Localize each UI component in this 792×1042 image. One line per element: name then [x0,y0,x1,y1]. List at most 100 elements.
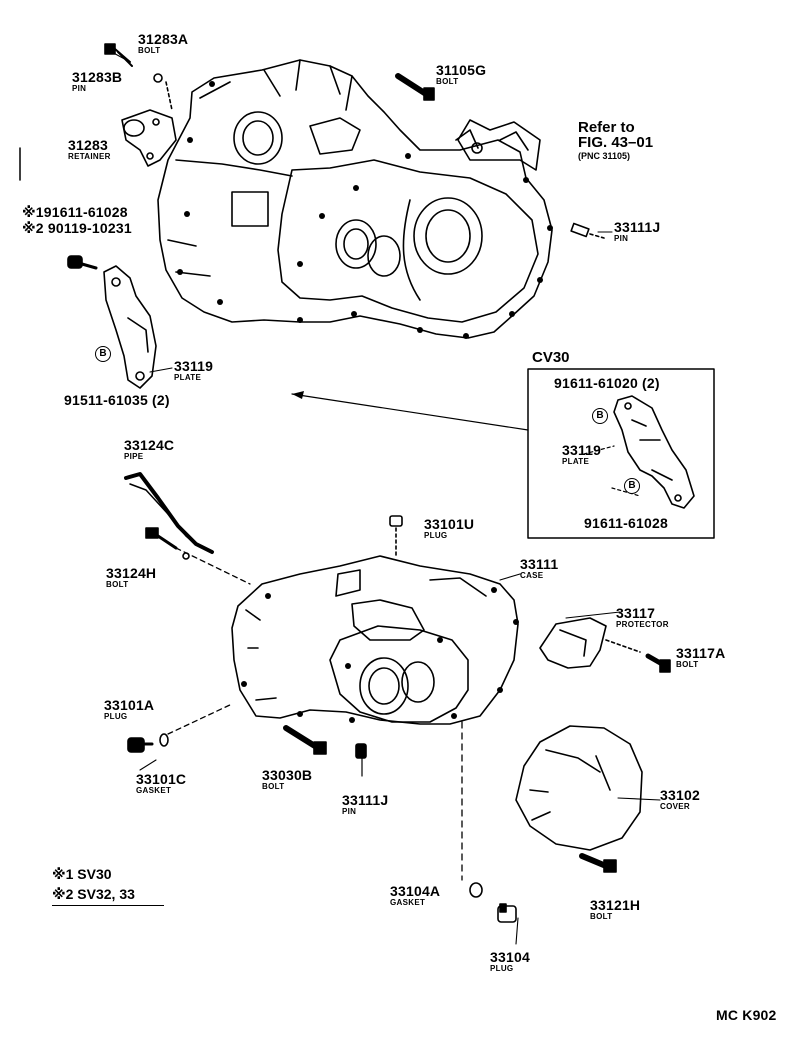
part-pin-31283B-drawing [153,73,173,111]
label-31283B: 31283B PIN [72,70,122,93]
part-number: 33102 [660,787,700,803]
label-290119: ※2 90119-10231 [22,221,132,235]
part-number: 33101U [424,516,475,532]
footnote-1: ※1 SV30 [52,866,112,882]
label-33121H: 33121H BOLT [590,898,640,921]
cv30-inset-box [527,368,715,539]
leader-lines [107,49,661,945]
part-number: 91511-61035 (2) [64,392,170,408]
label-31105G: 31105G BOLT [436,63,486,86]
transaxle-case-drawing [231,555,519,725]
part-number: 33121H [590,897,641,913]
part-name: PROTECTOR [616,620,669,629]
part-number: 33101C [136,771,187,787]
part-number: 31283A [138,31,189,47]
part-bolt-31105G-drawing [395,73,435,101]
label-cv30-33119: 33119 PLATE [562,443,601,466]
part-number: 31283 [68,137,108,153]
label-33111J-bottom: 33111J PIN [342,793,388,816]
label-191611: ※191611-61028 [22,205,128,219]
part-number: 33119 [562,442,602,458]
part-number: 33111J [614,219,661,235]
part-protector-33117-drawing [539,617,641,669]
label-refer-fig: Refer to FIG. 43–01 (PNC 31105) [578,120,653,161]
label-33119: 33119 PLATE [174,359,213,382]
part-name: BOLT [106,580,129,589]
part-name: PLUG [490,964,514,973]
part-name: BOLT [262,782,285,791]
part-name: PIN [342,807,357,816]
label-33101C: 33101C GASKET [136,772,186,795]
part-cover-33102-drawing [515,725,643,851]
badge-b-cv30-b: B [624,478,640,494]
label-cv30-91611-61028: 91611-61028 [584,516,668,530]
part-name: GASKET [390,898,426,907]
part-number: 33124C [124,437,175,453]
label-33101U: 33101U PLUG [424,517,474,540]
part-name: BOLT [436,77,459,86]
label-91511: 91511-61035 (2) [64,393,170,407]
part-name: BOLT [590,912,613,921]
part-bracket-refer-drawing [457,119,541,171]
part-number: 33104 [490,949,530,965]
part-number: 33104A [390,883,441,899]
part-pipe-33124C-drawing [124,472,214,560]
transaxle-housing-drawing [157,59,553,339]
part-number: 33111 [520,556,559,572]
part-name: PIN [72,84,87,93]
part-plug-33104-drawing [497,903,517,923]
part-number: ※2 90119-10231 [22,220,132,236]
label-33102: 33102 COVER [660,788,700,811]
part-bolt-33121H-drawing [579,853,617,873]
part-plug-33101U-drawing [389,515,403,557]
part-name: PIN [614,234,629,243]
part-name: PLATE [174,373,202,382]
part-number: 33111J [342,792,389,808]
refer-line3: (PNC 31105) [578,151,631,161]
cv30-title: CV30 [532,349,570,366]
part-number: ※191611-61028 [22,204,128,220]
part-plate-33119-drawing [103,265,157,389]
part-name: GASKET [136,786,172,795]
leader-33124H [175,547,251,585]
label-31283: 31283 RETAINER [68,138,111,161]
label-33117A: 33117A BOLT [676,646,725,669]
refer-line2: FIG. 43–01 [578,134,654,151]
part-number: 91611-61020 (2) [554,375,660,391]
part-number: 31105G [436,62,487,78]
part-bolt-33030B-drawing [283,725,327,755]
part-bolt-33124H-drawing [145,527,178,550]
part-name: COVER [660,802,690,811]
part-number: 91611-61028 [584,515,668,531]
label-33111: 33111 CASE [520,557,558,580]
part-name: PLATE [562,457,590,466]
part-number: 33117A [676,645,726,661]
cv30-reference-arrow [291,393,529,431]
figure-code: MC K902 [716,1007,777,1023]
part-retainer-31283-drawing [121,109,177,167]
part-number: 33030B [262,767,313,783]
part-name: PLUG [104,712,128,721]
part-gasket-33104A-drawing [469,882,483,898]
part-number: 33119 [174,358,214,374]
part-name: PLUG [424,531,448,540]
part-name: CASE [520,571,544,580]
part-pin-33111J-top-drawing [570,222,605,239]
label-33124C: 33124C PIPE [124,438,174,461]
label-33030B: 33030B BOLT [262,768,312,791]
part-name: PIPE [124,452,144,461]
part-number: 33117 [616,605,656,621]
part-bolt-191611-drawing [67,255,98,270]
part-name: BOLT [676,660,699,669]
part-name: RETAINER [68,152,111,161]
part-number: 33101A [104,697,155,713]
part-name: BOLT [138,46,161,55]
part-bolt-31283A-drawing [104,43,133,67]
part-bolt-33117A-drawing [645,653,671,673]
badge-b-cv30-a: B [592,408,608,424]
refer-line1: Refer to [578,119,635,136]
label-33111J-top: 33111J PIN [614,220,660,243]
footnote-2: ※2 SV32, 33 [52,886,164,906]
label-cv30-title: CV30 [532,350,570,365]
